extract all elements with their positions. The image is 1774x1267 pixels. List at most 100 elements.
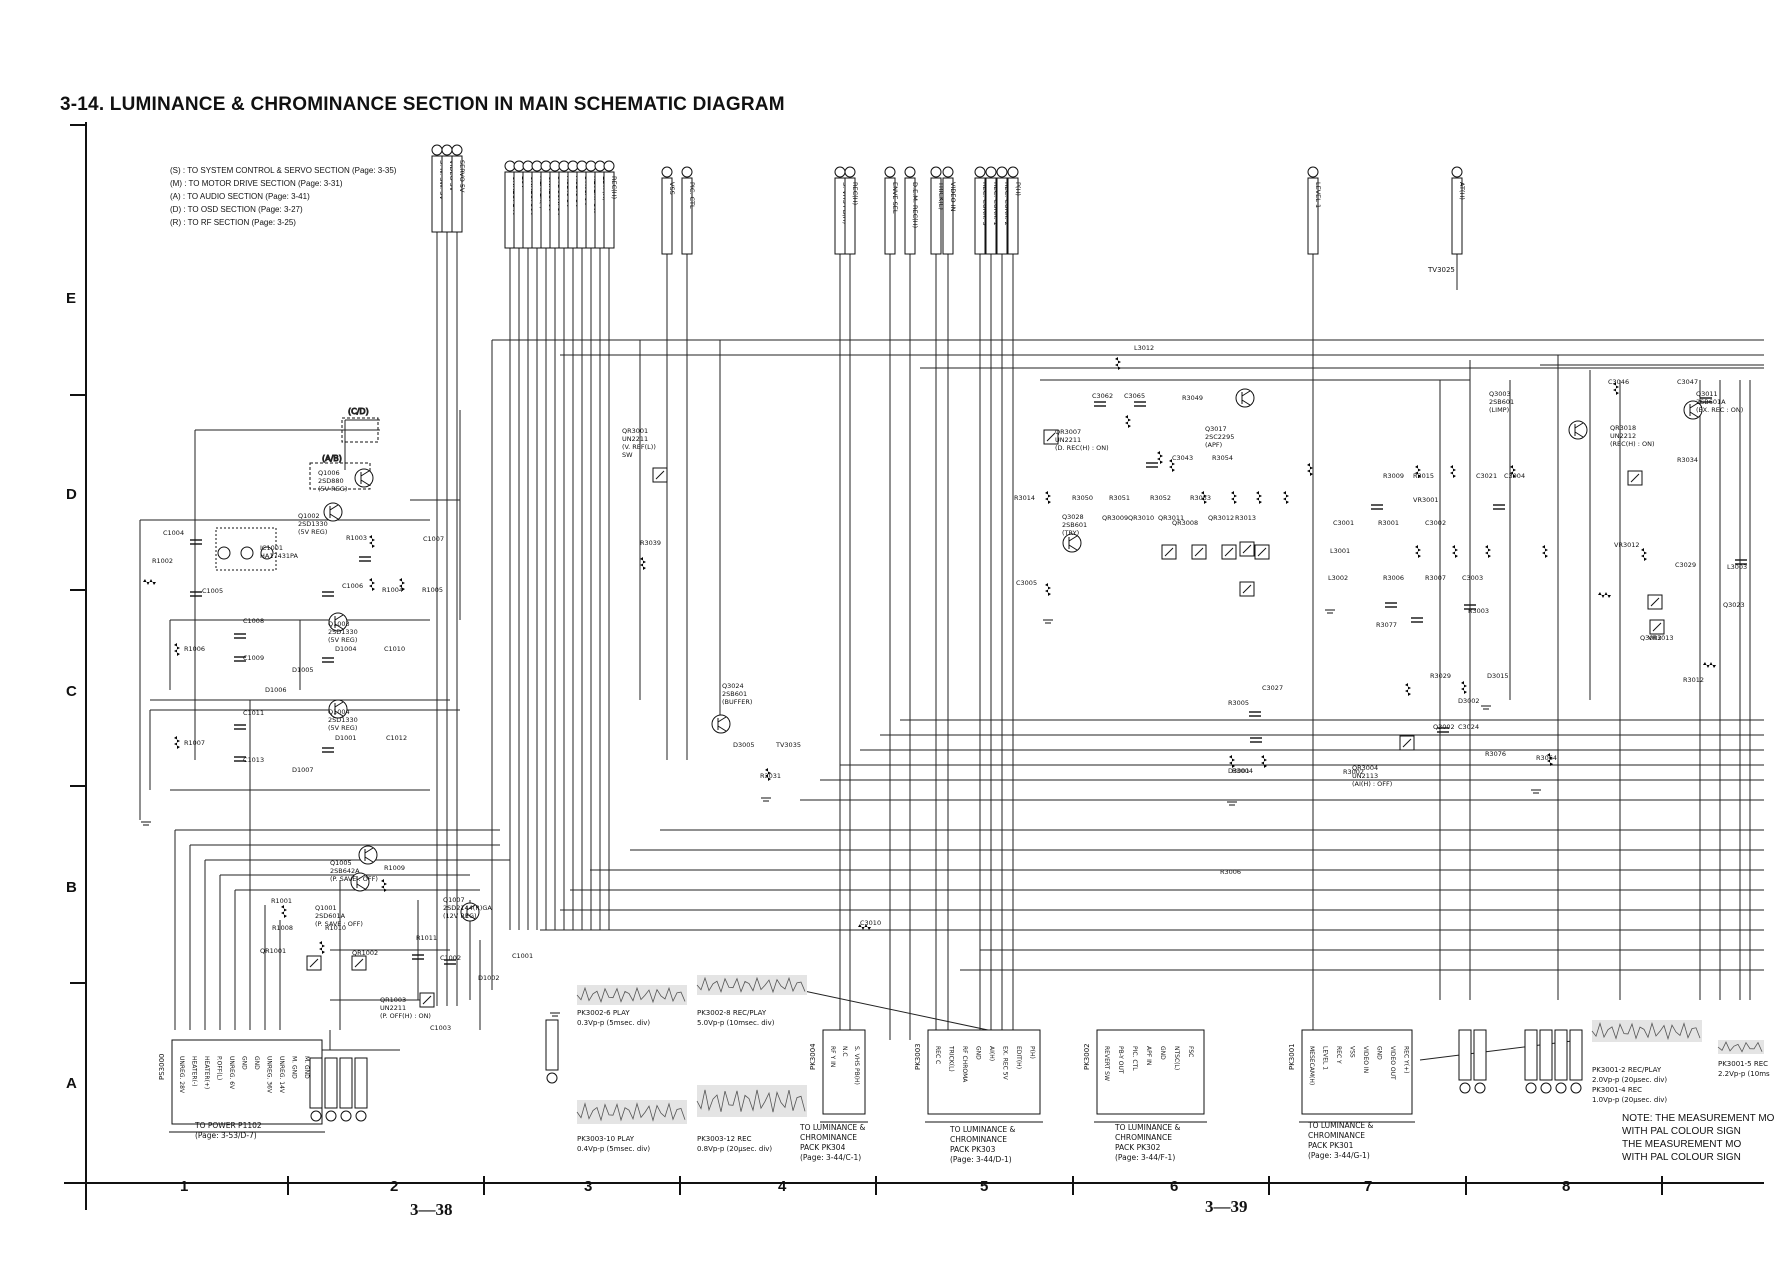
connector-pin-label: REC C [934,1046,941,1064]
wire [1231,488,1237,507]
wires: (C/D)(A/B) [139,407,1581,1061]
component-text: Q1005 [330,859,352,867]
terminal-box [1539,1029,1553,1081]
connector-pin-label: M. GND [303,1056,310,1079]
part-label: C3024 [1458,723,1479,731]
part-label: R3064 [1536,754,1557,762]
signal-flag: REC(H) [603,160,618,249]
part-label: QR1001 [260,947,286,955]
part-label: R3029 [1430,672,1451,680]
connector-ref: PS3000 [158,1054,166,1080]
frame [64,122,1764,1210]
flag-circle [904,166,916,178]
connector-pin-label: PIC. CTL [1131,1046,1138,1071]
flag-box [942,177,954,255]
waveform-label: PK3002-6 PLAY [577,1009,630,1017]
connector-pin-label: AI(H) [988,1046,995,1061]
flag-circle [985,166,997,178]
component-text: Q1003 [328,620,350,628]
part-label: R3050 [1072,494,1093,502]
part-label: C1001 [512,952,533,960]
terminal-box [545,1019,559,1071]
wire [1510,462,1516,481]
row-letter-b: B [66,879,77,896]
transistor-body [323,502,343,522]
note-line: WITH PAL COLOUR SIGN [1622,1126,1741,1137]
connector-caption: TO LUMINANCE & [799,1123,866,1132]
component-text: (AI(H) : OFF) [1352,780,1392,788]
transistor-symbol [323,502,343,522]
transistor-emitter [329,513,339,520]
flag-circle [1307,166,1319,178]
transistor-symbol [358,845,378,865]
col-number-5: 5 [980,1178,989,1195]
legend-item: (A) : TO AUDIO SECTION (Page: 3-41) [170,192,310,201]
component-text: (5V REG) [318,485,347,493]
digital-transistor-symbol [1399,735,1415,751]
component-text: Q3024 [722,682,744,690]
wire [1641,545,1647,564]
transistor-body [711,714,731,734]
flag-box [930,177,942,255]
flag-circle [942,166,954,178]
digital-transistor-mark [354,958,364,968]
col-number-6: 6 [1170,1178,1179,1195]
digital-transistor-mark [655,470,665,480]
terminal-box [1554,1029,1568,1081]
signal-flag: LEVEL 1 [1307,166,1322,255]
component-text: QR3007 [1055,428,1081,436]
component-text: (BUFFER) [722,698,752,706]
connector-pin-label: HEATER(-) [191,1056,198,1086]
connector-pin-label: P(H) [1029,1046,1036,1059]
transistor-symbol [1062,533,1082,553]
flag-circle [1007,166,1019,178]
component-text: (V. REF(L)) [622,443,656,451]
connector-caption: CHROMINANCE [1308,1131,1365,1140]
transistor-body [328,699,348,719]
waveform-trace [1591,1021,1701,1041]
transistor-body [1062,533,1082,553]
part-label: C1007 [423,535,444,543]
col-number-7: 7 [1364,1178,1373,1195]
col-number-4: 4 [778,1178,787,1195]
flag-circle [681,166,693,178]
digital-transistor-symbol [1239,541,1255,557]
part-label: C1008 [243,617,264,625]
page-number-right: 3—39 [1205,1197,1248,1216]
part-label: C3043 [1172,454,1193,462]
terminal-circle [340,1110,352,1122]
signal-flag: D.E.M. REC(H) [904,166,919,255]
signal-name: VIDEO IN [949,182,957,212]
waveform-trace [696,976,806,994]
wire [319,938,325,957]
connector-pin-label: FSC [1187,1046,1194,1057]
component-text: 2SD601A [315,912,346,920]
part-label: D1007 [292,766,314,774]
waveform-label: PK3001-5 REC [1718,1060,1768,1068]
connector-pin-label: GND [1376,1046,1383,1060]
component-text: 2SD1330 [328,716,358,724]
digital-transistor-symbol [306,955,322,971]
part-label: D3002 [1458,697,1480,705]
note-line: NOTE: THE MEASUREMENT MO [1622,1113,1774,1124]
part-label: D1004 [335,645,357,653]
terminal-group [1524,1029,1583,1094]
wire [1405,680,1411,699]
section-label: (C/D) [348,407,369,416]
part-label: R3004 [1232,767,1253,775]
component-text: (5V REG) [298,528,327,536]
terminal-circle [1555,1082,1567,1094]
wire [1415,542,1421,561]
part-label: D3015 [1487,672,1509,680]
waveform-spec: 2.0Vp-p (20μsec. div) [1592,1076,1667,1084]
signal-name: REC. CURR. 3 [981,182,989,226]
digital-transistor-mark [1630,473,1640,483]
part-label: R1001 [271,897,292,905]
row-letter-d: D [66,486,77,503]
